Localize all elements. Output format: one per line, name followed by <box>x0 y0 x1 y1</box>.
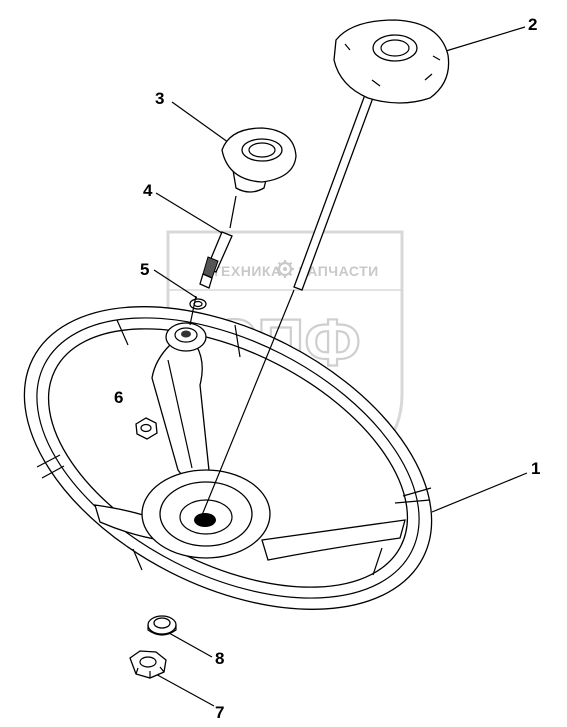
steering-wheel <box>23 306 433 610</box>
pin <box>199 231 233 289</box>
nut <box>129 650 167 679</box>
callout-4: 4 <box>143 181 153 200</box>
boss-hole <box>181 330 191 338</box>
watermark-right-text: ЗАПЧАСТИ <box>298 263 379 279</box>
rod-with-knob <box>199 19 450 521</box>
callout-5: 5 <box>140 260 149 279</box>
callout-6: 6 <box>114 388 123 407</box>
callouts: 1 2 3 4 5 6 7 8 <box>114 15 540 722</box>
nut-small <box>135 417 158 440</box>
watermark-left-text: ТЕХНИКА <box>212 263 282 279</box>
washer <box>147 615 177 636</box>
callout-8: 8 <box>215 649 224 668</box>
callout-2: 2 <box>528 15 537 34</box>
gear-icon <box>276 260 294 278</box>
callout-7: 7 <box>215 703 224 722</box>
hub-center-hole <box>194 513 216 527</box>
callout-1: 1 <box>531 459 540 478</box>
callout-3: 3 <box>155 89 164 108</box>
leader-lines <box>127 26 528 707</box>
washer-ring <box>189 295 207 326</box>
small-knob <box>221 127 297 229</box>
